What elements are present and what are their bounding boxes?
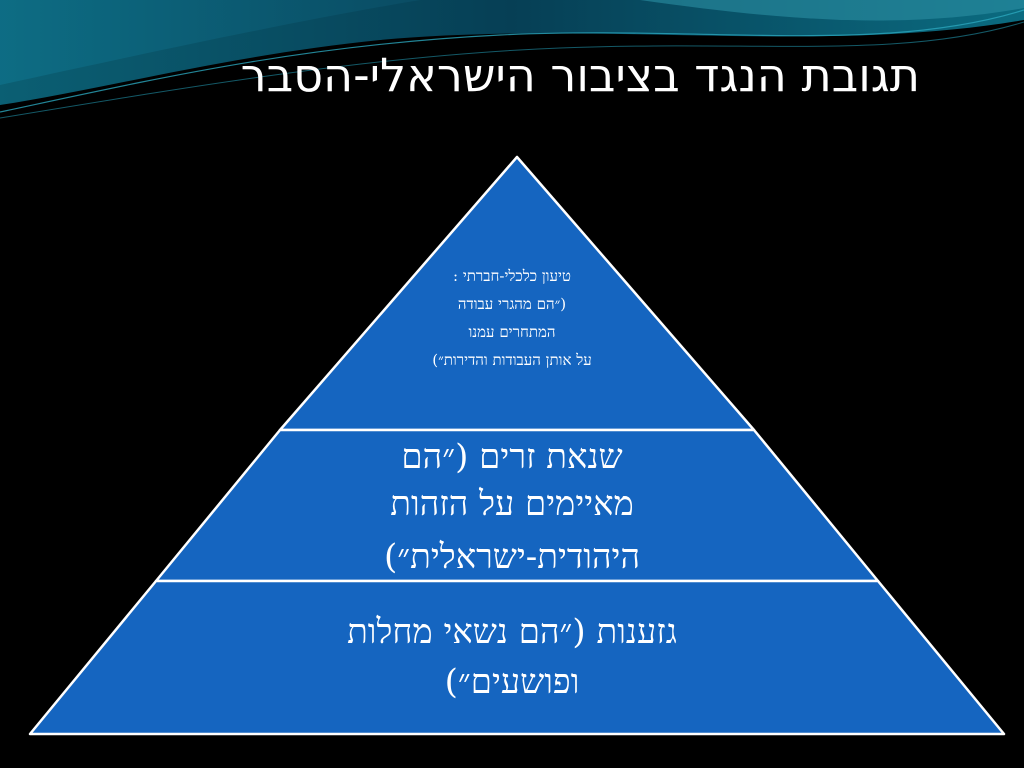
middle-tier-line: מאיימים על הזהות xyxy=(390,484,634,524)
bottom-tier-line: גזענות (״הם נשאי מחלות xyxy=(347,612,677,652)
wave-band-middle xyxy=(0,0,420,85)
top-tier-line: טיעון כלכלי-חברתי : xyxy=(453,267,571,285)
wave-line-1 xyxy=(0,9,1024,113)
wave-line-2 xyxy=(0,21,1024,119)
middle-tier-line: היהודית-ישראלית״) xyxy=(383,537,641,577)
bottom-tier-line: ופושעים״) xyxy=(444,662,580,702)
top-tier-line: (״הם מהגרי עבודה xyxy=(457,295,567,313)
pyramid-bottom-tier xyxy=(28,579,1006,736)
top-tier-line: על אותן העבודות והדירות״) xyxy=(432,351,592,369)
middle-tier-text: שנאת זרים (״הם מאיימים על הזהות היהודית-… xyxy=(260,434,764,581)
middle-tier-line: שנאת זרים (״הם xyxy=(401,437,623,477)
top-tier-text: טיעון כלכלי-חברתי : (״הם מהגרי עבודה המת… xyxy=(360,262,664,374)
wave-band-right xyxy=(640,0,1024,21)
top-tier-line: המתחרים עמנו xyxy=(468,323,556,341)
header-wave-decoration xyxy=(0,0,1024,119)
slide-title: תגובת הנגד בציבור הישראלי-הסבר xyxy=(240,48,920,102)
bottom-tier-text: גזענות (״הם נשאי מחלות ופושעים״) xyxy=(210,607,814,707)
